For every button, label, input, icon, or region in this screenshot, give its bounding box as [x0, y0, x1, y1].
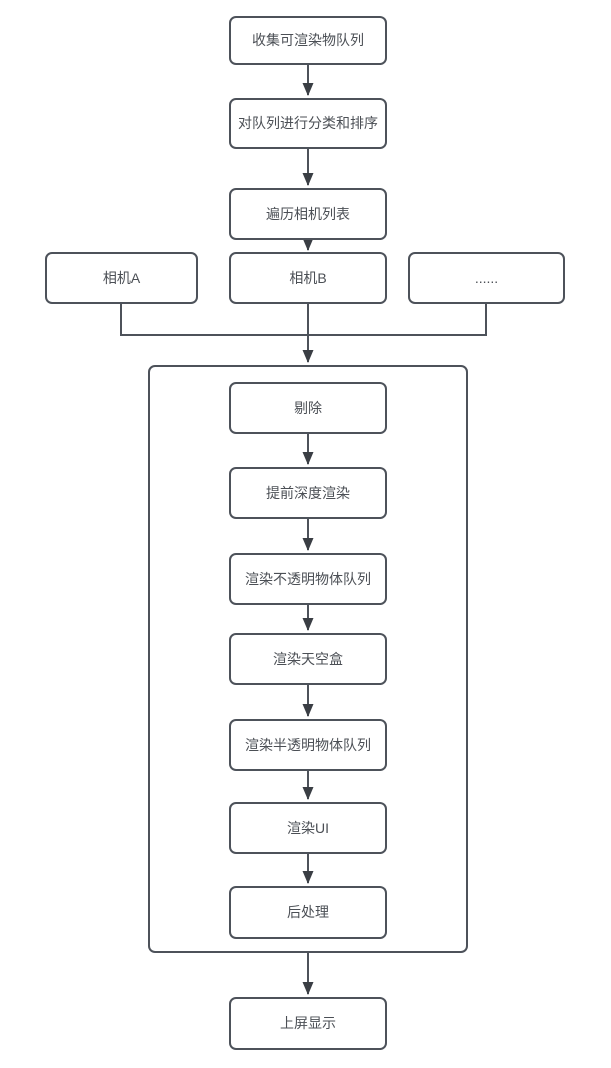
node-iterate-cameras-label: 遍历相机列表: [266, 205, 350, 222]
node-render-transparent: 渲染半透明物体队列: [229, 719, 387, 771]
node-camera-more-label: ......: [474, 269, 499, 286]
node-camera-more: ......: [408, 252, 565, 304]
node-camera-b-label: 相机B: [289, 269, 327, 286]
node-sort-queue-label: 对队列进行分类和排序: [238, 115, 378, 132]
node-post-process-label: 后处理: [287, 904, 329, 921]
node-render-ui-label: 渲染UI: [287, 819, 329, 836]
group-per-camera-pipeline: [148, 365, 468, 953]
node-render-opaque: 渲染不透明物体队列: [229, 553, 387, 605]
node-post-process: 后处理: [229, 886, 387, 939]
node-collect-queue-label: 收集可渲染物队列: [252, 32, 364, 49]
node-cull-label: 剔除: [294, 399, 322, 416]
node-render-transparent-label: 渲染半透明物体队列: [245, 736, 371, 753]
edge-camera-more-merge: [308, 304, 487, 336]
node-collect-queue: 收集可渲染物队列: [229, 16, 387, 65]
node-camera-a-label: 相机A: [102, 269, 141, 286]
node-camera-b: 相机B: [229, 252, 387, 304]
node-render-ui: 渲染UI: [229, 802, 387, 854]
node-display: 上屏显示: [229, 997, 387, 1050]
node-cull: 剔除: [229, 382, 387, 434]
node-render-skybox: 渲染天空盒: [229, 633, 387, 685]
node-camera-a: 相机A: [45, 252, 198, 304]
edge-camera-a-merge: [120, 304, 308, 336]
node-render-skybox-label: 渲染天空盒: [273, 650, 343, 667]
node-early-depth: 提前深度渲染: [229, 467, 387, 519]
node-early-depth-label: 提前深度渲染: [266, 484, 350, 501]
node-iterate-cameras: 遍历相机列表: [229, 188, 387, 240]
node-sort-queue: 对队列进行分类和排序: [229, 98, 387, 149]
node-render-opaque-label: 渲染不透明物体队列: [245, 570, 371, 587]
node-display-label: 上屏显示: [280, 1015, 336, 1032]
